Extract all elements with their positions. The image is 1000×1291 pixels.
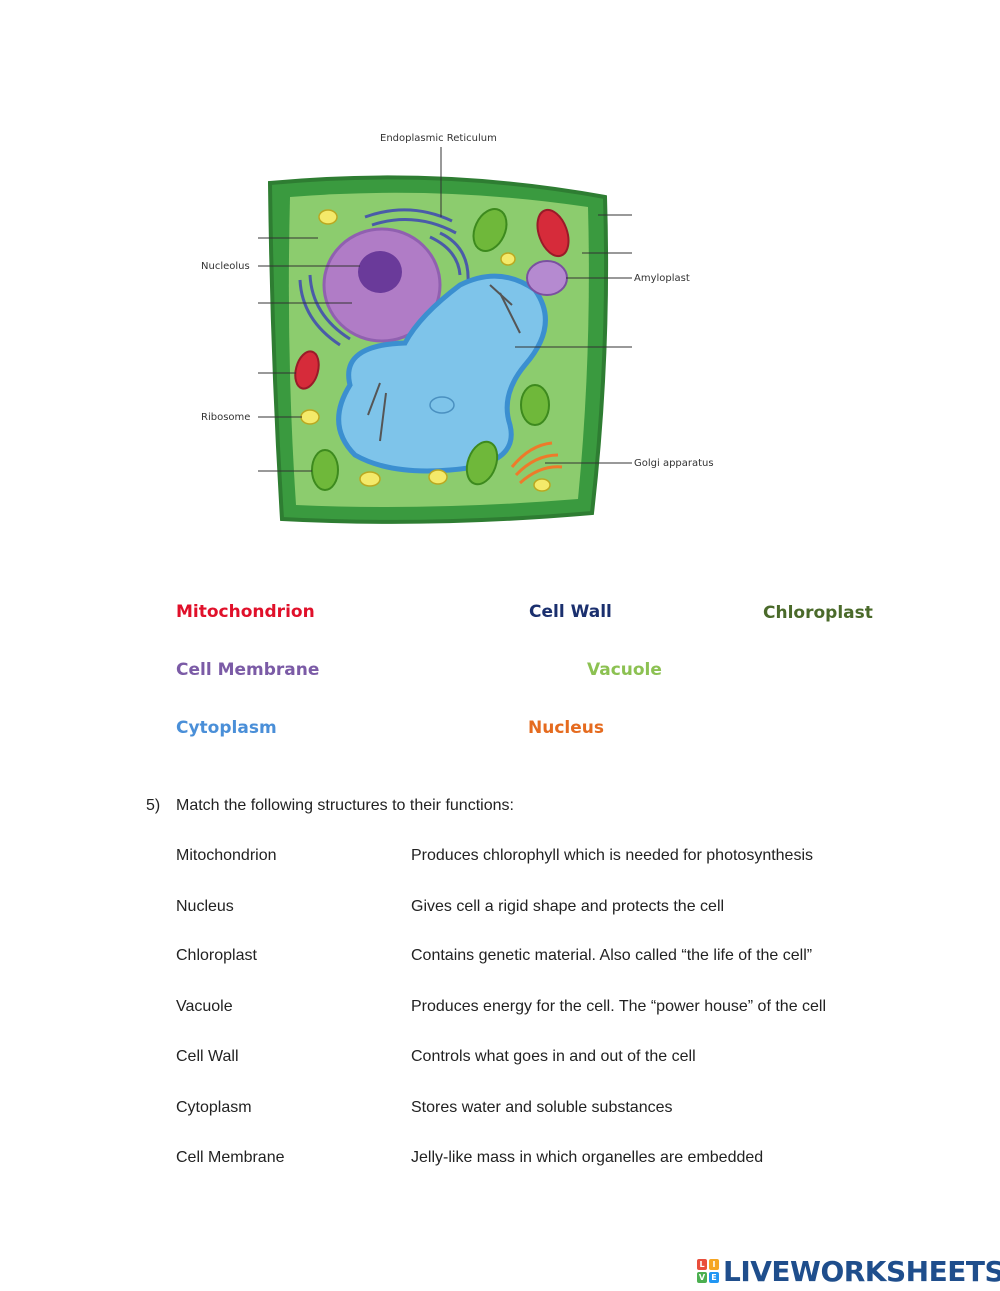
structure-item[interactable]: Mitochondrion [176, 847, 277, 865]
function-item[interactable]: Produces chlorophyll which is needed for… [411, 847, 813, 865]
word-cell-membrane[interactable]: Cell Membrane [176, 660, 319, 680]
nucleolus-shape [358, 251, 402, 293]
structure-item[interactable]: Chloroplast [176, 947, 257, 965]
question-number: 5) [146, 797, 160, 815]
structure-item[interactable]: Cell Wall [176, 1048, 239, 1066]
function-item[interactable]: Controls what goes in and out of the cel… [411, 1048, 696, 1066]
logo-mark-letter: V [697, 1272, 707, 1283]
function-item[interactable]: Stores water and soluble substances [411, 1099, 672, 1117]
logo-mark-letter: L [697, 1259, 707, 1270]
structure-item[interactable]: Cell Membrane [176, 1149, 284, 1167]
word-cell-wall[interactable]: Cell Wall [529, 602, 612, 622]
function-item[interactable]: Contains genetic material. Also called “… [411, 947, 812, 965]
logo-text: LIVEWORKSHEETS [723, 1255, 1000, 1288]
function-item[interactable]: Jelly-like mass in which organelles are … [411, 1149, 763, 1167]
label-amyloplast: Amyloplast [634, 273, 690, 284]
liveworksheets-logo: L I V E LIVEWORKSHEETS [697, 1254, 1000, 1288]
label-endoplasmic-reticulum: Endoplasmic Reticulum [380, 133, 497, 144]
logo-mark-icon: L I V E [697, 1259, 719, 1283]
amyloplast-shape [527, 261, 567, 295]
logo-mark-letter: I [709, 1259, 719, 1270]
structure-item[interactable]: Vacuole [176, 998, 233, 1016]
word-nucleus[interactable]: Nucleus [528, 718, 604, 738]
plant-cell-diagram: Endoplasmic Reticulum Nucleolus Ribosome… [190, 125, 750, 535]
label-ribosome: Ribosome [201, 412, 250, 423]
word-chloroplast[interactable]: Chloroplast [763, 603, 873, 623]
word-cytoplasm[interactable]: Cytoplasm [176, 718, 277, 738]
word-mitochondrion[interactable]: Mitochondrion [176, 602, 315, 622]
structure-item[interactable]: Cytoplasm [176, 1099, 252, 1117]
label-golgi-apparatus: Golgi apparatus [634, 458, 714, 469]
logo-mark-letter: E [709, 1272, 719, 1283]
question-prompt: Match the following structures to their … [176, 797, 514, 815]
word-vacuole[interactable]: Vacuole [587, 660, 662, 680]
function-item[interactable]: Produces energy for the cell. The “power… [411, 998, 826, 1016]
label-nucleolus: Nucleolus [201, 261, 250, 272]
structure-item[interactable]: Nucleus [176, 898, 234, 916]
function-item[interactable]: Gives cell a rigid shape and protects th… [411, 898, 724, 916]
